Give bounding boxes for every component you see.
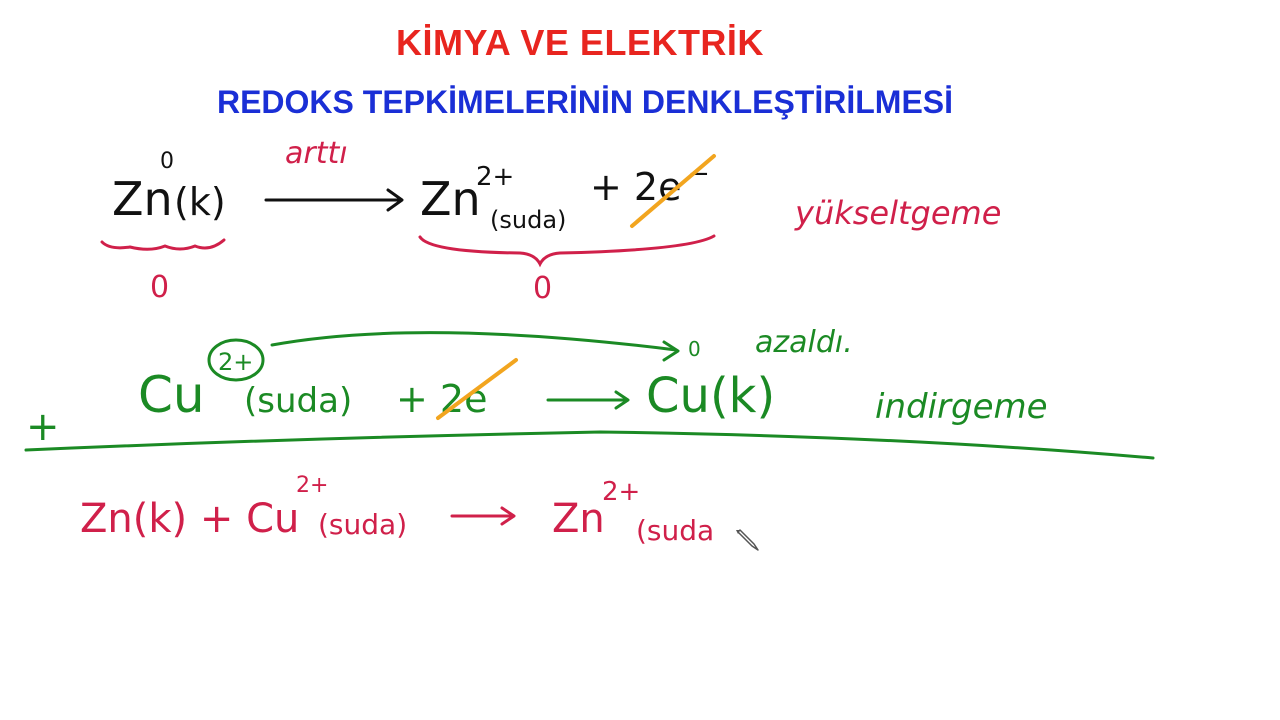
- r2-plus-sign: +: [26, 404, 60, 450]
- r2-arrow-head-icon: [614, 390, 630, 410]
- r1-electrons: + 2e: [590, 165, 681, 209]
- net-left-charge: 2+: [296, 473, 328, 498]
- r1-arrow-head-icon: [386, 188, 404, 212]
- r1-left-brace-value: 0: [150, 270, 169, 305]
- r1-cancel-strike: [630, 154, 716, 228]
- page-subtitle: REDOKS TEPKİMELERİNİN DENKLEŞTİRİLMESİ: [216, 84, 954, 120]
- r2-cancel-strike: [436, 358, 518, 420]
- r2-ion-state: (suda): [244, 381, 352, 421]
- net-left-state: (suda): [318, 508, 407, 541]
- r1-left-brace: [100, 238, 226, 251]
- r2-curved-arrow: [270, 331, 678, 352]
- r1-element-oxidation: 0: [160, 149, 174, 174]
- r2-curved-arrow-head-icon: [662, 340, 680, 362]
- net-product-symbol: Zn: [552, 496, 605, 542]
- r1-right-brace: [418, 234, 716, 268]
- r2-product: Cu(k): [646, 368, 775, 424]
- reaction-oxidation: Zn 0 (k) arttı Zn 2+ (suda) + 2e − yükse…: [100, 136, 1001, 306]
- r1-right-brace-value: 0: [533, 271, 552, 306]
- r1-process-label: yükseltgeme: [794, 194, 1001, 232]
- page-title: KİMYA VE ELEKTRİK: [396, 22, 764, 63]
- r1-product-state: (suda): [490, 206, 566, 234]
- reaction-reduction: + Cu 2+ (suda) + 2e Cu(k) 0 azaldı. indi…: [24, 325, 1155, 460]
- r1-element-symbol: Zn: [112, 172, 173, 226]
- net-product-state: (suda: [636, 514, 714, 547]
- r2-charge-circle: [207, 338, 265, 382]
- r1-arrow-label: arttı: [285, 136, 348, 171]
- r1-product-charge: 2+: [476, 162, 514, 192]
- sum-line: [24, 430, 1155, 460]
- pencil-cursor-icon: [736, 529, 759, 551]
- net-reaction: Zn(k) + Cu 2+ (suda) Zn 2+ (suda: [80, 473, 759, 551]
- r2-product-oxidation: 0: [688, 337, 701, 361]
- r1-product-symbol: Zn: [420, 172, 481, 226]
- net-product-charge: 2+: [602, 477, 640, 507]
- r2-ion-charge: 2+: [218, 348, 253, 376]
- net-arrow-head-icon: [500, 506, 516, 526]
- r2-ion-symbol: Cu: [138, 366, 205, 424]
- r2-process-label: indirgeme: [875, 387, 1048, 427]
- net-left-side: Zn(k) + Cu: [80, 496, 299, 542]
- r1-element-state: (k): [174, 180, 226, 224]
- r2-arrow-label: azaldı.: [755, 325, 853, 360]
